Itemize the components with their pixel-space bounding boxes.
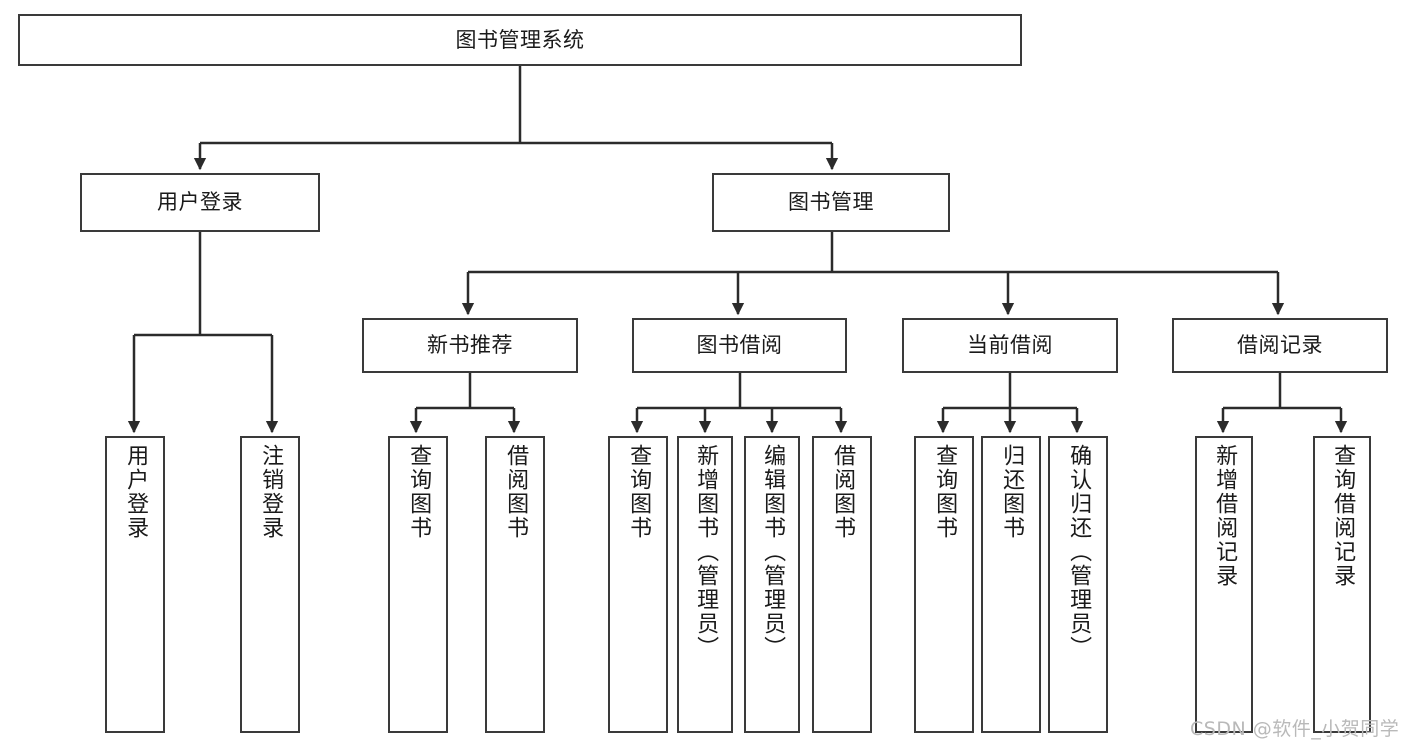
node-leaf-user-logout-label: 注销登录 xyxy=(258,444,284,540)
node-new-book-rec-label: 新书推荐 xyxy=(427,333,513,358)
node-book-manage[interactable]: 图书管理 xyxy=(712,173,950,232)
node-leaf-query-book-br-label: 查询图书 xyxy=(626,444,652,540)
node-leaf-query-record-label: 查询借阅记录 xyxy=(1330,444,1356,588)
node-root[interactable]: 图书管理系统 xyxy=(18,14,1022,66)
node-leaf-confirm-return-label: 确认归还（管理员） xyxy=(1066,444,1092,660)
node-user-login-label: 用户登录 xyxy=(157,190,243,215)
node-leaf-add-record-label: 新增借阅记录 xyxy=(1212,444,1238,588)
node-leaf-return-book[interactable]: 归还图书 xyxy=(981,436,1041,733)
node-current-borrow-label: 当前借阅 xyxy=(967,333,1053,358)
node-leaf-confirm-return[interactable]: 确认归还（管理员） xyxy=(1048,436,1108,733)
node-leaf-user-logout[interactable]: 注销登录 xyxy=(240,436,300,733)
node-leaf-query-book-cb[interactable]: 查询图书 xyxy=(914,436,974,733)
node-leaf-add-book-label: 新增图书（管理员） xyxy=(693,444,719,660)
node-leaf-query-book-br[interactable]: 查询图书 xyxy=(608,436,668,733)
node-leaf-borrow-book-br[interactable]: 借阅图书 xyxy=(812,436,872,733)
node-leaf-add-book[interactable]: 新增图书（管理员） xyxy=(677,436,733,733)
node-new-book-rec[interactable]: 新书推荐 xyxy=(362,318,578,373)
node-root-label: 图书管理系统 xyxy=(455,27,585,52)
node-leaf-edit-book-label: 编辑图书（管理员） xyxy=(760,444,786,660)
node-leaf-user-login-label: 用户登录 xyxy=(123,444,149,540)
node-leaf-add-record[interactable]: 新增借阅记录 xyxy=(1195,436,1253,733)
node-leaf-query-record[interactable]: 查询借阅记录 xyxy=(1313,436,1371,733)
node-borrow-record-label: 借阅记录 xyxy=(1237,333,1323,358)
csdn-watermark: CSDN @软件_小贺同学 xyxy=(1190,718,1400,740)
node-book-manage-label: 图书管理 xyxy=(788,190,874,215)
node-borrow-record[interactable]: 借阅记录 xyxy=(1172,318,1388,373)
node-book-borrow-label: 图书借阅 xyxy=(696,333,783,358)
node-leaf-return-book-label: 归还图书 xyxy=(999,444,1025,540)
node-leaf-query-book-rec-label: 查询图书 xyxy=(406,444,432,540)
node-leaf-edit-book[interactable]: 编辑图书（管理员） xyxy=(744,436,800,733)
node-current-borrow[interactable]: 当前借阅 xyxy=(902,318,1118,373)
node-book-borrow[interactable]: 图书借阅 xyxy=(632,318,847,373)
node-leaf-borrow-book-rec-label: 借阅图书 xyxy=(503,444,529,540)
node-leaf-query-book-cb-label: 查询图书 xyxy=(932,444,958,540)
node-leaf-borrow-book-br-label: 借阅图书 xyxy=(830,444,856,540)
node-user-login[interactable]: 用户登录 xyxy=(80,173,320,232)
node-leaf-query-book-rec[interactable]: 查询图书 xyxy=(388,436,448,733)
node-leaf-user-login[interactable]: 用户登录 xyxy=(105,436,165,733)
node-leaf-borrow-book-rec[interactable]: 借阅图书 xyxy=(485,436,545,733)
